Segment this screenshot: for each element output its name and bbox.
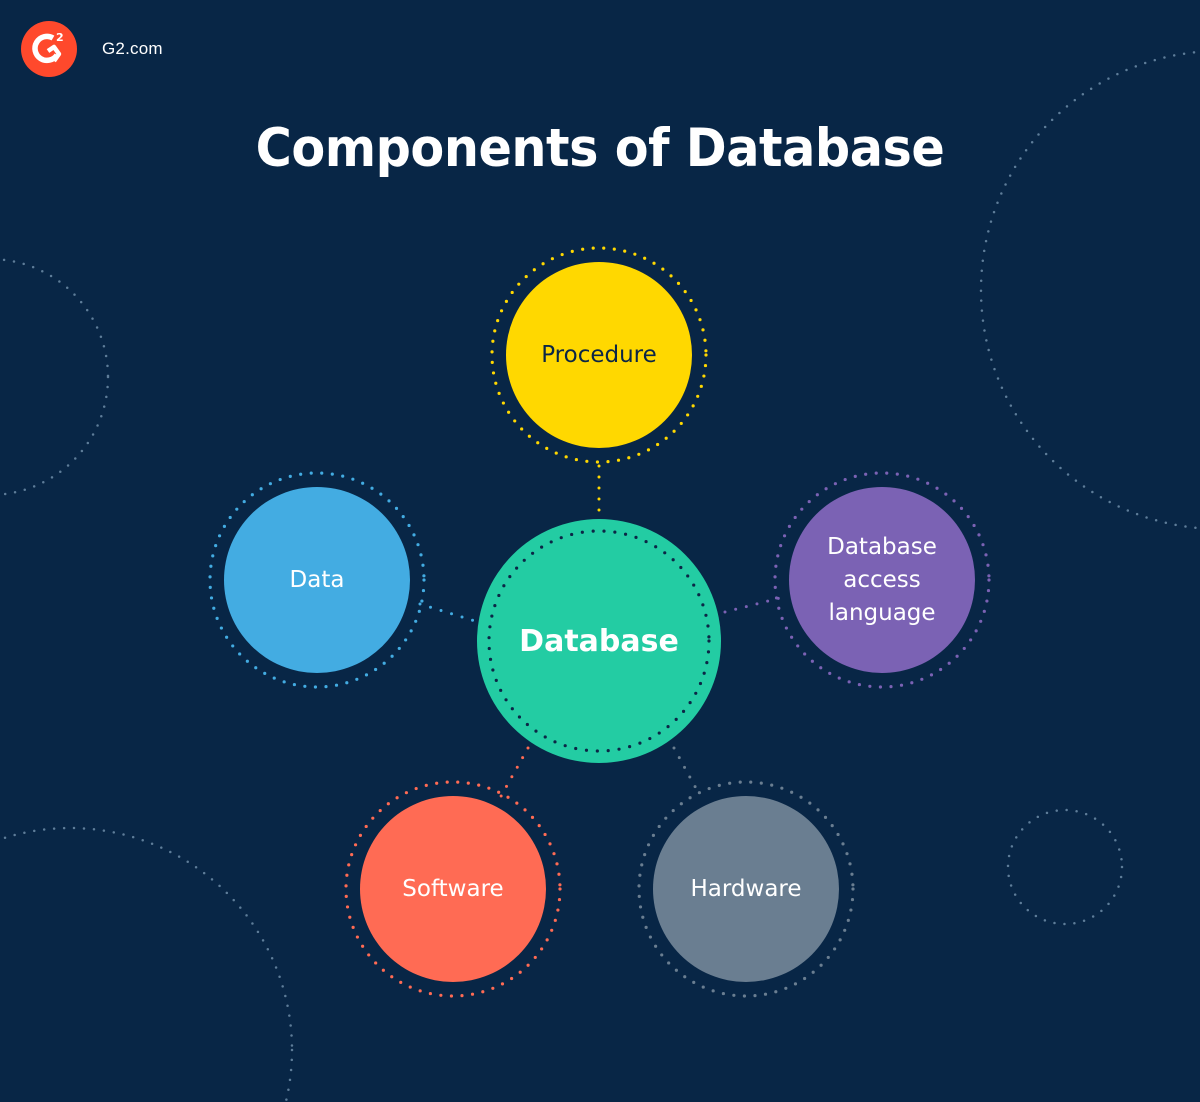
connector-software [498,746,530,800]
ring-data [208,471,426,689]
g2-logo[interactable]: 2 [21,21,77,77]
node-software-label: Software [402,875,504,902]
node-data-label: Data [289,566,345,593]
node-hardware-label: Hardware [690,875,802,902]
svg-text:2: 2 [56,31,64,44]
center-inner-ring [487,529,711,753]
node-access-language-line-2: access [843,566,921,593]
decor-circle-bottom-left [0,826,294,1102]
node-access-language-line-1: Database [827,533,937,560]
ring-access-language [773,471,991,689]
node-procedure-label: Procedure [541,341,657,368]
g2-logo-icon: 2 [32,31,64,64]
ring-procedure [490,246,708,464]
ring-hardware [637,780,855,998]
page-title: Components of Database [255,118,945,179]
node-hardware: Hardware [653,796,839,982]
decor-circle-small-right [1006,808,1124,926]
node-access-language-line-3: language [828,599,936,626]
node-database-label: Database [519,623,679,659]
node-database: Database [477,519,721,763]
node-data: Data [224,487,410,673]
decor-circle-left [0,258,110,496]
connector-access-language [723,596,782,614]
ring-software [344,780,562,998]
node-database-access-language: Database access language [789,487,975,673]
node-procedure: Procedure [506,262,692,448]
site-name[interactable]: G2.com [102,39,163,58]
decor-circle-top-right [979,50,1200,530]
connector-data [418,602,480,624]
node-software: Software [360,796,546,982]
